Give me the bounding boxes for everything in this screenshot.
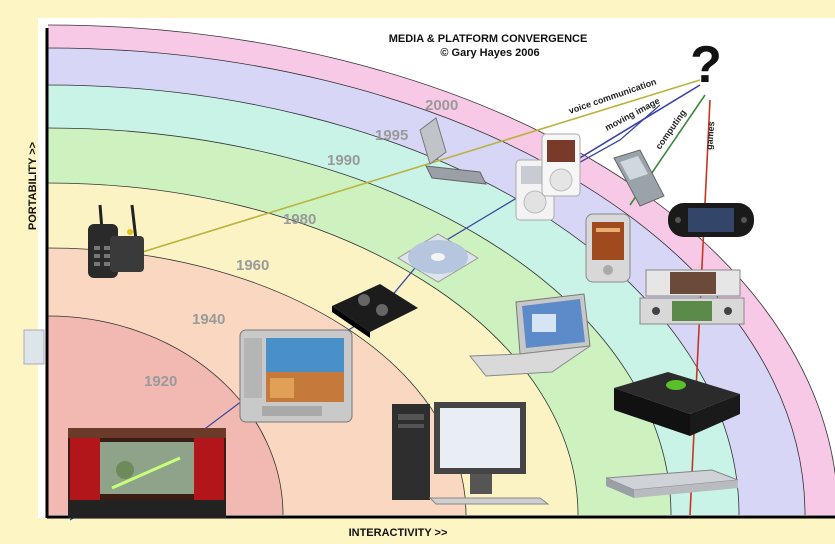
era-label-1995: 1995 (375, 127, 408, 144)
pda-icon (585, 213, 631, 283)
nintendo-ds-icon (639, 269, 745, 325)
era-label-1980: 1980 (283, 211, 316, 228)
x-axis-label: INTERACTIVITY >> (349, 527, 448, 539)
smartphone-icon (613, 149, 665, 207)
desktop-computer-icon (392, 402, 550, 505)
left-edge-fragment (23, 329, 45, 365)
diagram-subtitle: © Gary Hayes 2006 (440, 47, 539, 59)
era-label-1920: 1920 (144, 373, 177, 390)
diagram-title: MEDIA & PLATFORM CONVERGENCE (389, 33, 588, 45)
laptop-icon (468, 293, 591, 377)
xbox-icon (614, 372, 740, 436)
ipod-icon (515, 133, 581, 221)
cinema-screen-icon (68, 428, 226, 518)
question-mark: ? (690, 36, 722, 94)
psp-icon (668, 203, 754, 237)
cd-disc-icon (397, 233, 479, 283)
television-icon (239, 329, 353, 423)
cordless-phone-icon (88, 204, 144, 278)
y-axis-label: PORTABILITY >> (27, 142, 39, 230)
flip-phone-icon (419, 117, 487, 185)
vhs-tape-icon (332, 284, 418, 338)
era-label-1960: 1960 (236, 257, 269, 274)
era-label-1990: 1990 (327, 152, 360, 169)
dvd-player-icon (605, 469, 739, 498)
era-label-2000: 2000 (425, 97, 458, 114)
era-label-1940: 1940 (192, 311, 225, 328)
voice-communication-line (109, 79, 701, 263)
games-label: games (704, 121, 716, 150)
moving-image-line (559, 84, 701, 171)
